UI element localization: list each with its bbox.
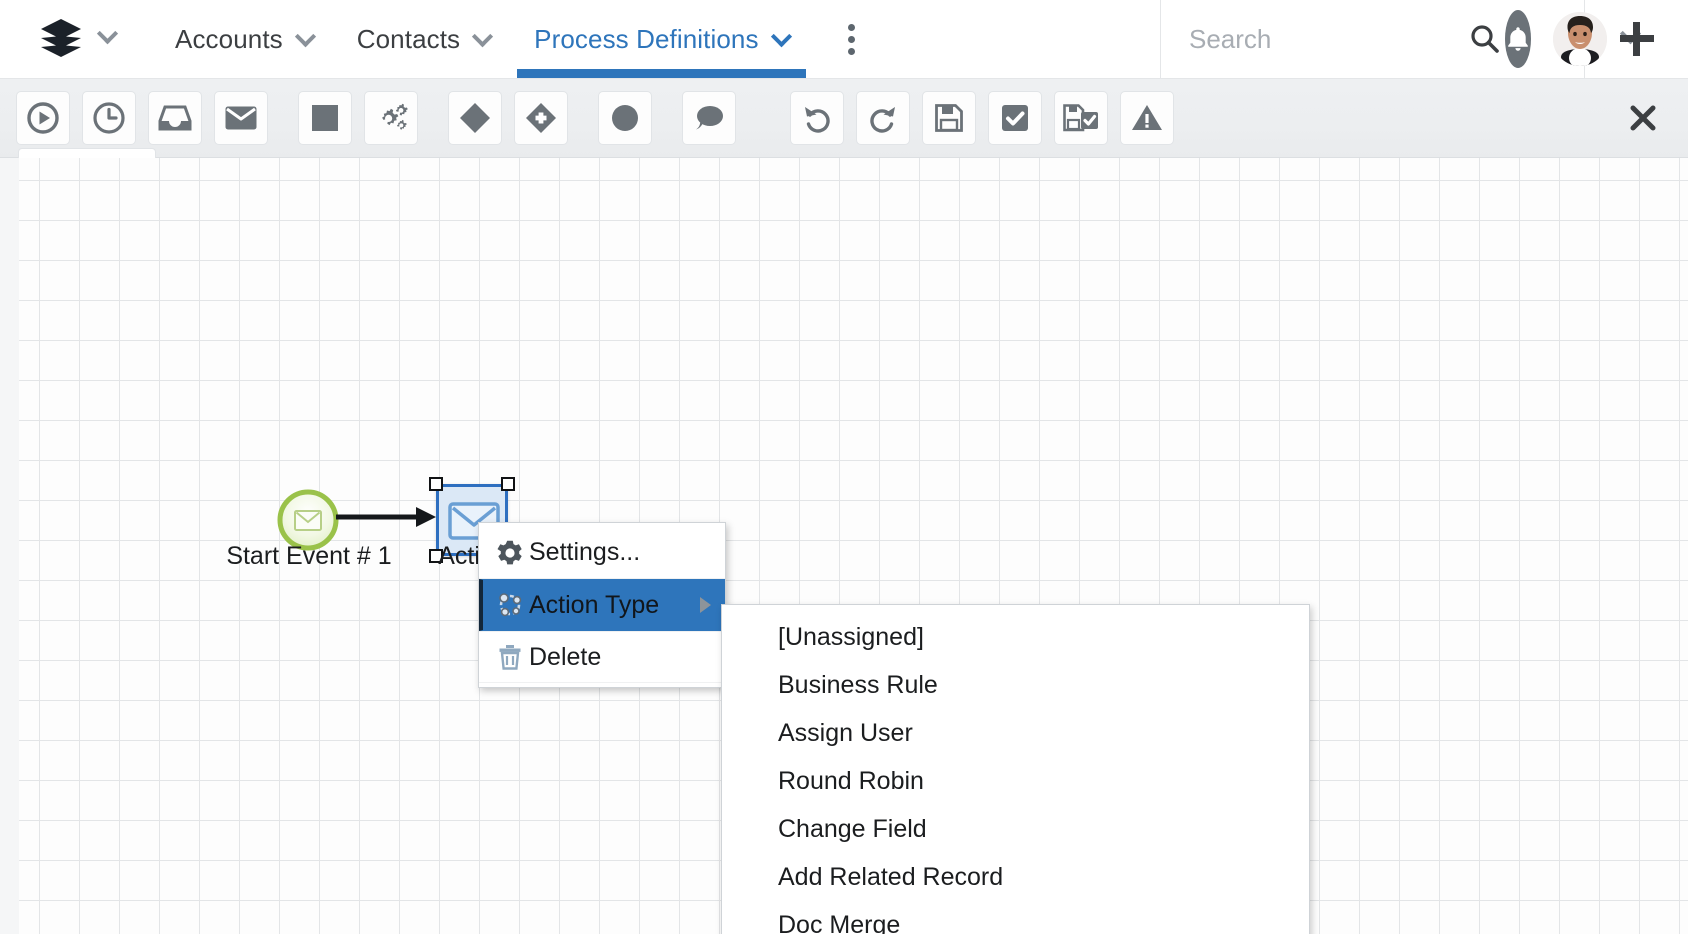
resize-handle-bottom-left[interactable]	[429, 549, 443, 563]
header-right	[1160, 0, 1688, 78]
search-input[interactable]	[1189, 23, 1469, 55]
start-event-shape	[277, 489, 339, 551]
trash-icon	[491, 643, 529, 671]
logo-chevron-down-icon[interactable]	[96, 23, 119, 49]
comment-icon	[696, 106, 723, 130]
timer-event-button[interactable]	[82, 91, 136, 145]
canvas-left-gutter	[0, 158, 19, 934]
validate-button[interactable]	[988, 91, 1042, 145]
plus-icon	[1619, 22, 1654, 56]
redo-button[interactable]	[856, 91, 910, 145]
nav-accounts-chevron-down-icon[interactable]	[294, 25, 316, 47]
floppy-icon	[935, 104, 963, 132]
submenu-item-round-robin[interactable]: Round Robin	[778, 766, 924, 795]
redo-icon	[870, 107, 895, 133]
action-type-icon	[491, 591, 529, 619]
toolbar-group-annotation	[682, 91, 736, 145]
toolbar-group-end	[598, 91, 652, 145]
layers-logo-icon	[41, 19, 81, 57]
gears-icon	[382, 103, 408, 130]
square-icon	[312, 105, 338, 131]
inbox-event-button[interactable]	[148, 91, 202, 145]
nav-item-accounts-label: Accounts	[175, 23, 283, 54]
check-box-icon	[1002, 105, 1028, 131]
message-event-button[interactable]	[214, 91, 268, 145]
search-icon[interactable]	[1469, 9, 1501, 69]
submenu-arrow-icon	[700, 597, 711, 613]
toolbar-group-actions	[790, 91, 1174, 145]
inbox-icon	[158, 105, 192, 131]
nav-overflow-menu-icon[interactable]	[825, 0, 879, 78]
context-menu-item-delete[interactable]: Delete	[479, 631, 725, 683]
primary-nav: Accounts Contacts Process Definitions	[153, 0, 811, 78]
action-node[interactable]	[429, 477, 515, 563]
node-context-menu: Settings... Action Type	[478, 522, 726, 688]
context-menu-item-action-type-label: Action Type	[529, 590, 660, 619]
submenu-item-unassigned[interactable]: [Unassigned]	[778, 622, 924, 651]
header-left: Accounts Contacts Process Definitions	[0, 0, 879, 78]
bell-icon	[1508, 27, 1528, 51]
save-button[interactable]	[922, 91, 976, 145]
clock-icon	[93, 102, 125, 134]
start-event-node[interactable]	[277, 489, 339, 551]
diamond-icon	[460, 103, 490, 133]
close-icon	[1630, 105, 1656, 131]
context-menu-item-action-type[interactable]: Action Type	[479, 579, 725, 631]
resize-handle-top-left[interactable]	[429, 477, 443, 491]
context-menu-item-settings-label: Settings...	[529, 538, 641, 566]
submenu-item-assign-user[interactable]: Assign User	[778, 718, 913, 747]
gateway-button[interactable]	[448, 91, 502, 145]
circle-icon	[612, 105, 638, 131]
save-validate-button[interactable]	[1054, 91, 1108, 145]
submenu-item-doc-merge[interactable]: Doc Merge	[778, 910, 901, 934]
app-logo[interactable]	[0, 0, 119, 78]
nav-item-accounts[interactable]: Accounts	[153, 0, 335, 78]
toolbar-group-gateways	[448, 91, 568, 145]
notifications-button[interactable]	[1505, 10, 1531, 68]
end-button[interactable]	[598, 91, 652, 145]
close-designer-button[interactable]	[1612, 103, 1674, 133]
warning-triangle-icon	[1132, 105, 1162, 130]
submenu-item-change-field[interactable]: Change Field	[778, 814, 927, 843]
user-avatar[interactable]	[1553, 12, 1607, 66]
play-circle-icon	[27, 102, 59, 134]
diagram-canvas[interactable]: Start Event # 1 Action	[0, 158, 1688, 934]
app-header: Accounts Contacts Process Definitions	[0, 0, 1688, 79]
avatar-photo	[1553, 12, 1607, 66]
action-button[interactable]	[364, 91, 418, 145]
sequence-flow-arrow[interactable]	[336, 503, 440, 531]
gear-icon	[491, 539, 529, 567]
action-type-submenu: [Unassigned] Business Rule Assign User R…	[721, 604, 1310, 934]
start-event-button[interactable]	[16, 91, 70, 145]
search-area	[1160, 0, 1642, 78]
nav-contacts-chevron-down-icon[interactable]	[472, 25, 494, 47]
floppy-check-icon	[1063, 104, 1098, 132]
nav-item-process-definitions[interactable]: Process Definitions	[512, 0, 810, 78]
gateway-inclusive-button[interactable]	[514, 91, 568, 145]
toolbar-group-events	[16, 91, 268, 145]
toolbar-group-tasks	[298, 91, 418, 145]
submenu-item-add-related-record[interactable]: Add Related Record	[778, 862, 1004, 891]
diamond-plus-icon	[526, 103, 556, 133]
resize-handle-top-right[interactable]	[501, 477, 515, 491]
context-menu-item-settings[interactable]: Settings...	[479, 527, 725, 579]
nav-item-contacts[interactable]: Contacts	[335, 0, 512, 78]
envelope-icon	[225, 106, 257, 130]
nav-item-contacts-label: Contacts	[356, 23, 461, 54]
start-event-label: Start Event # 1	[226, 542, 392, 570]
context-menu-item-delete-label: Delete	[529, 642, 602, 671]
undo-icon	[805, 107, 830, 133]
nav-process-definitions-chevron-down-icon[interactable]	[770, 25, 792, 47]
nav-item-process-definitions-label: Process Definitions	[534, 23, 759, 54]
submenu-item-business-rule[interactable]: Business Rule	[778, 670, 938, 699]
designer-toolbar	[0, 79, 1688, 158]
annotation-button[interactable]	[682, 91, 736, 145]
end-event-button[interactable]	[298, 91, 352, 145]
undo-button[interactable]	[790, 91, 844, 145]
warnings-button[interactable]	[1120, 91, 1174, 145]
